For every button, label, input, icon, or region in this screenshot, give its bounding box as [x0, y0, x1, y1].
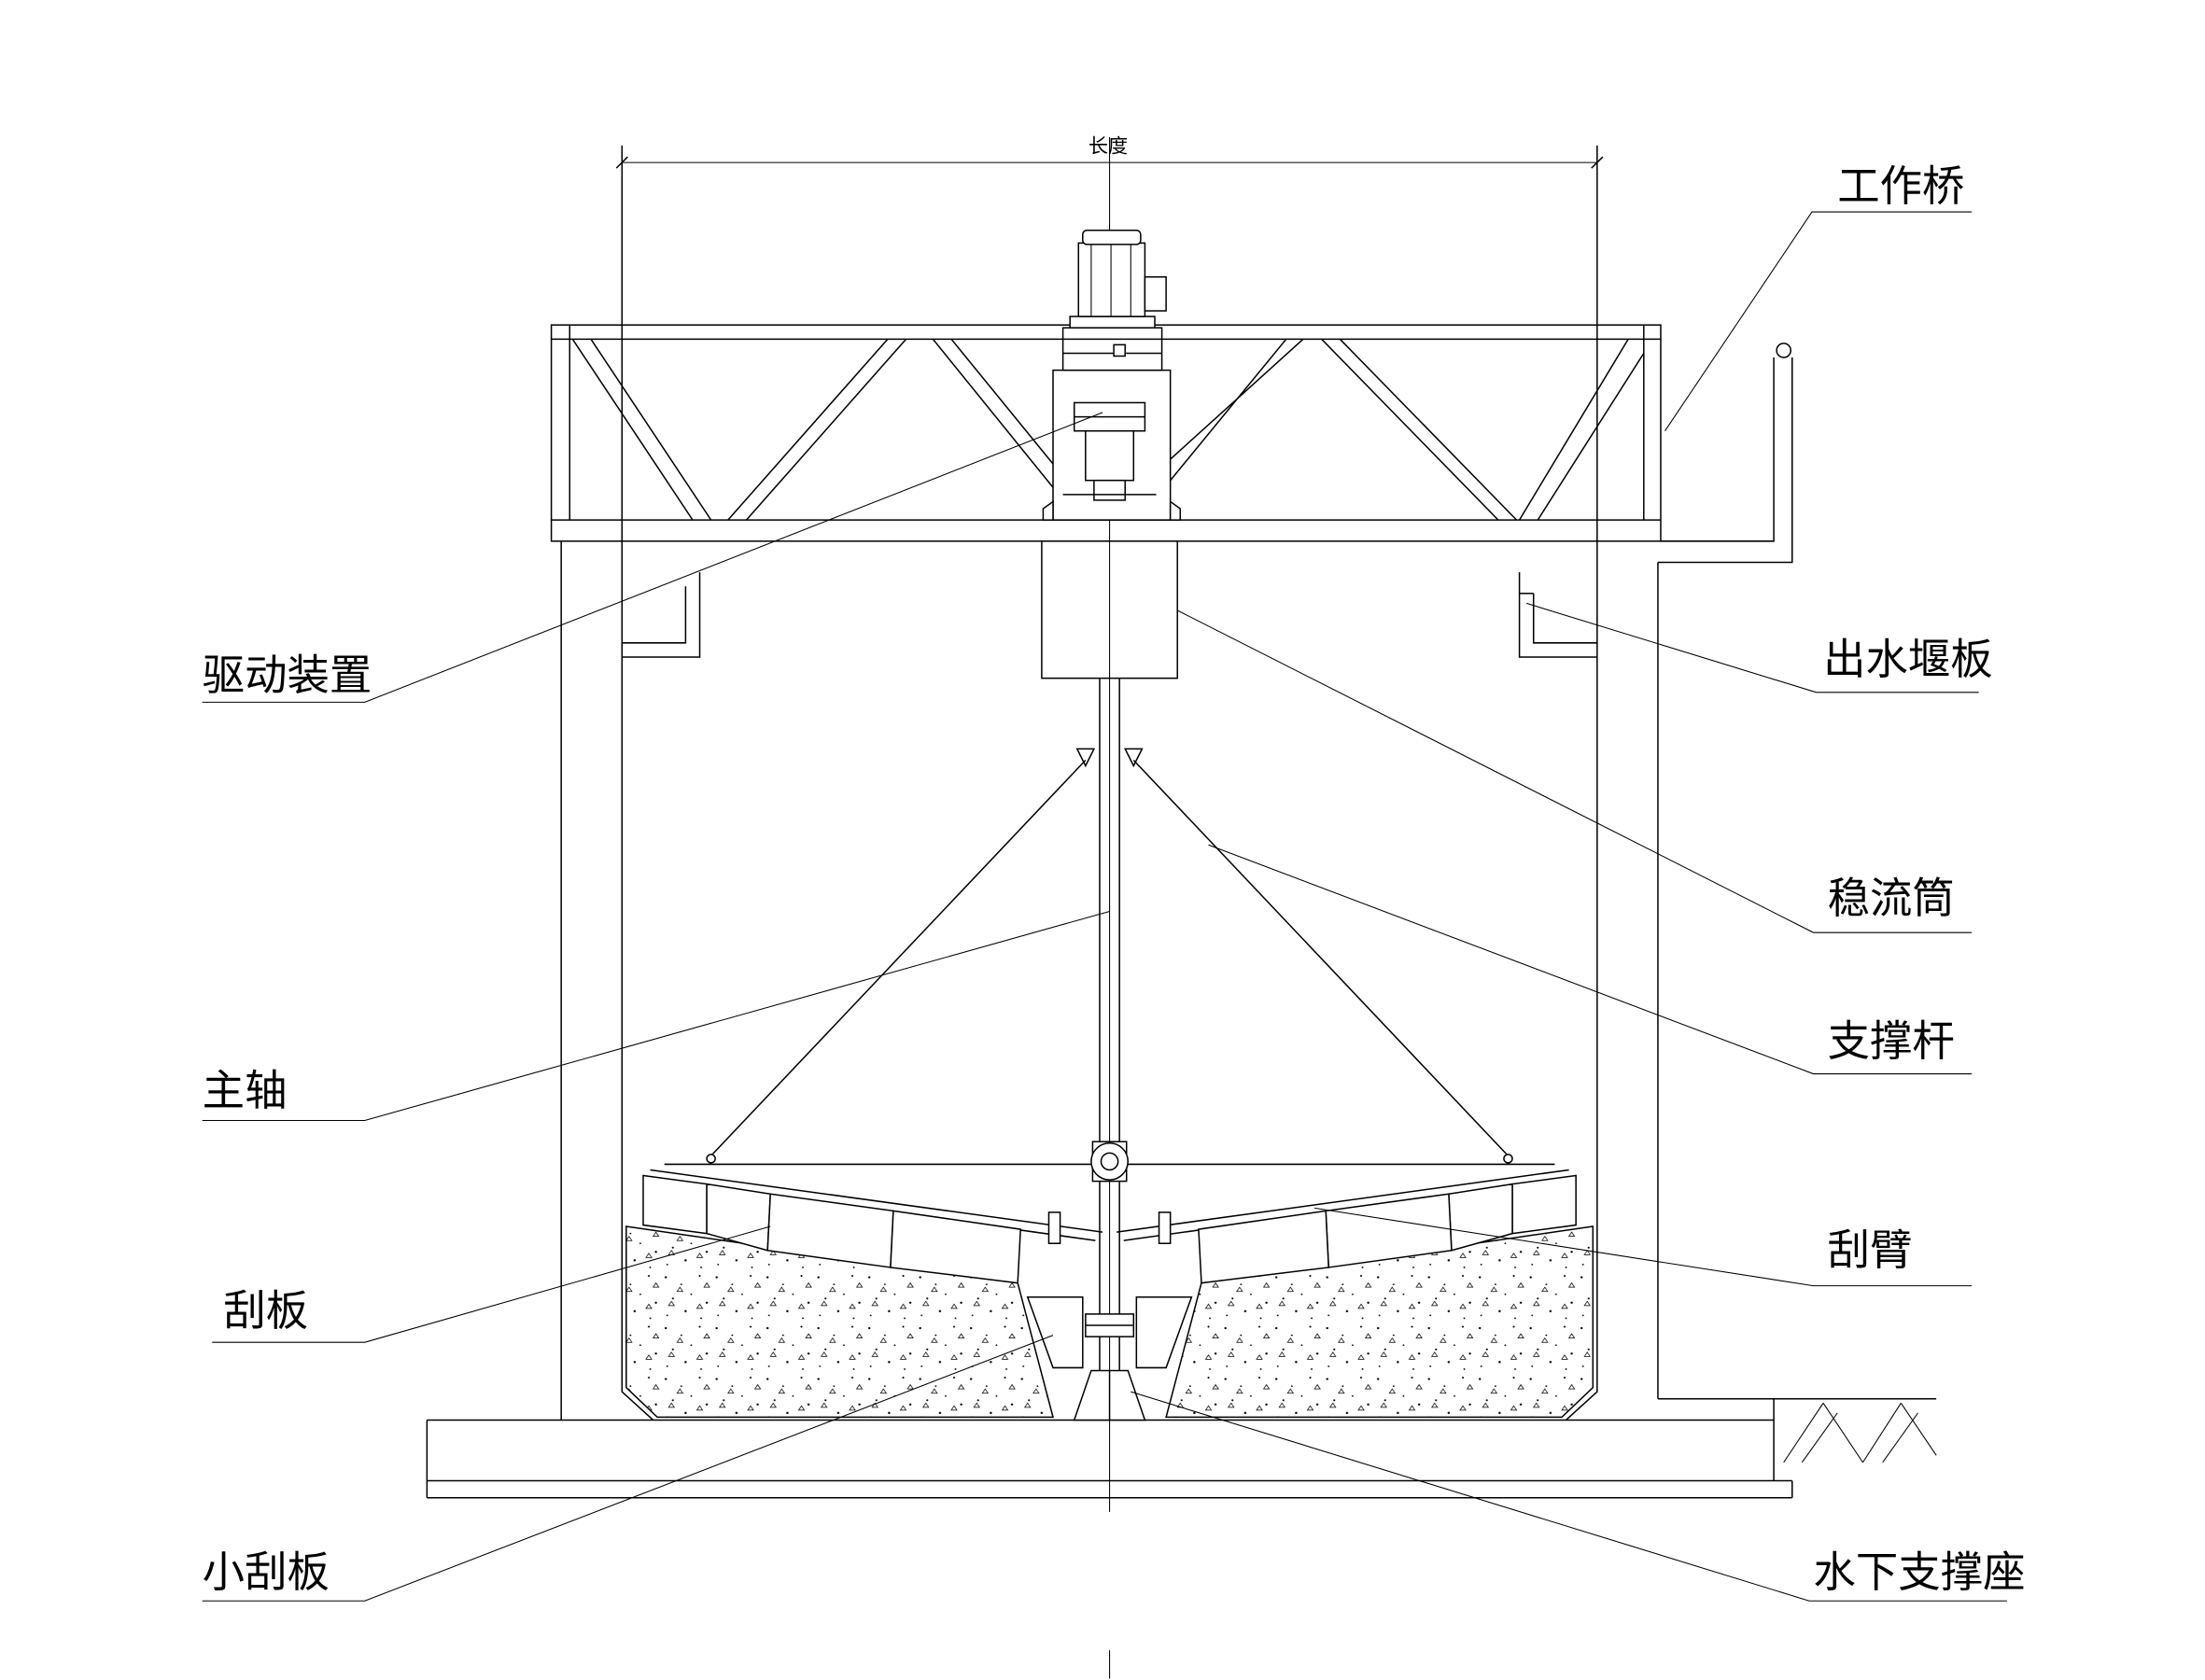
- label-small-scraper: 小刮板: [203, 1547, 330, 1597]
- weir-plate-right: [1518, 572, 1597, 658]
- leader-scraper-blade: [212, 1225, 771, 1343]
- small-scraper-left: [1026, 1295, 1084, 1369]
- leader-main-shaft: [202, 910, 1110, 1122]
- label-scraper-blade: 刮板: [223, 1286, 308, 1336]
- scraper-blades: [642, 1174, 1577, 1284]
- leader-weir-plate: [1526, 602, 1979, 693]
- label-stilling-well: 稳流筒: [1828, 874, 1955, 923]
- outlet-trough: [1657, 343, 1793, 564]
- leader-drive-device: [202, 412, 1103, 703]
- gear-reducer: [1061, 327, 1163, 371]
- blade-left-4: [890, 1210, 1021, 1284]
- support-rods: [706, 748, 1513, 1164]
- blade-left-1: [642, 1174, 708, 1235]
- scraper-arm-left: [650, 1169, 1103, 1233]
- main-shaft: [1099, 678, 1120, 1371]
- support-rod-right: [1132, 759, 1510, 1156]
- work-bridge: [550, 324, 1662, 542]
- leader-stilling-well: [1176, 609, 1973, 933]
- label-drive-device: 驱动装置: [203, 651, 372, 700]
- scraper-arm-right: [1117, 1169, 1569, 1233]
- blade-clamp-right: [1158, 1211, 1172, 1244]
- blade-clamp-left: [1047, 1211, 1061, 1244]
- right-wall-inner: [1566, 145, 1598, 1421]
- leader-work-bridge: [1664, 211, 1973, 432]
- motor-icon: [1077, 242, 1146, 317]
- weir-plate-left: [622, 572, 701, 658]
- terminal-box: [1144, 275, 1167, 312]
- small-scrapers: [1026, 1295, 1193, 1369]
- leader-lines: [202, 211, 2007, 1602]
- label-work-bridge: 工作桥: [1837, 161, 1964, 211]
- label-weir-plate: 出水堰板: [1823, 635, 1993, 684]
- dimension-label: 长度: [1088, 133, 1128, 157]
- label-main-shaft: 主轴: [203, 1066, 288, 1115]
- blade-right-1: [1511, 1174, 1577, 1235]
- callout-labels: 工作桥 驱动装置 出水堰板 稳流筒 支撑杆 主轴 刮臂 刮板 小刮板 水下支撑座: [203, 161, 2026, 1597]
- rod-bracket-right: [1123, 748, 1144, 768]
- motor-cap: [1082, 230, 1142, 245]
- rod-bracket-left: [1075, 748, 1096, 768]
- small-scraper-right: [1135, 1295, 1193, 1369]
- ground-hatch: [1657, 1397, 1937, 1463]
- leader-underwater-support: [1131, 1391, 2007, 1602]
- drive-device: [1042, 230, 1182, 521]
- railing-knob: [1776, 343, 1792, 358]
- label-support-rod: 支撑杆: [1828, 1016, 1955, 1066]
- tank-walls: [560, 145, 1659, 1421]
- leader-support-rod: [1208, 844, 1973, 1075]
- left-wall-inner: [621, 145, 654, 1421]
- label-scraper-arm: 刮臂: [1828, 1225, 1913, 1275]
- leader-scraper-arm: [1314, 1207, 1973, 1287]
- weir-plates: [622, 572, 1597, 658]
- label-underwater-support: 水下支撑座: [1813, 1547, 2025, 1597]
- support-rod-left: [710, 759, 1087, 1156]
- motor-flange: [1069, 315, 1156, 329]
- blade-right-4: [1198, 1210, 1330, 1284]
- leader-small-scraper: [202, 1335, 1054, 1602]
